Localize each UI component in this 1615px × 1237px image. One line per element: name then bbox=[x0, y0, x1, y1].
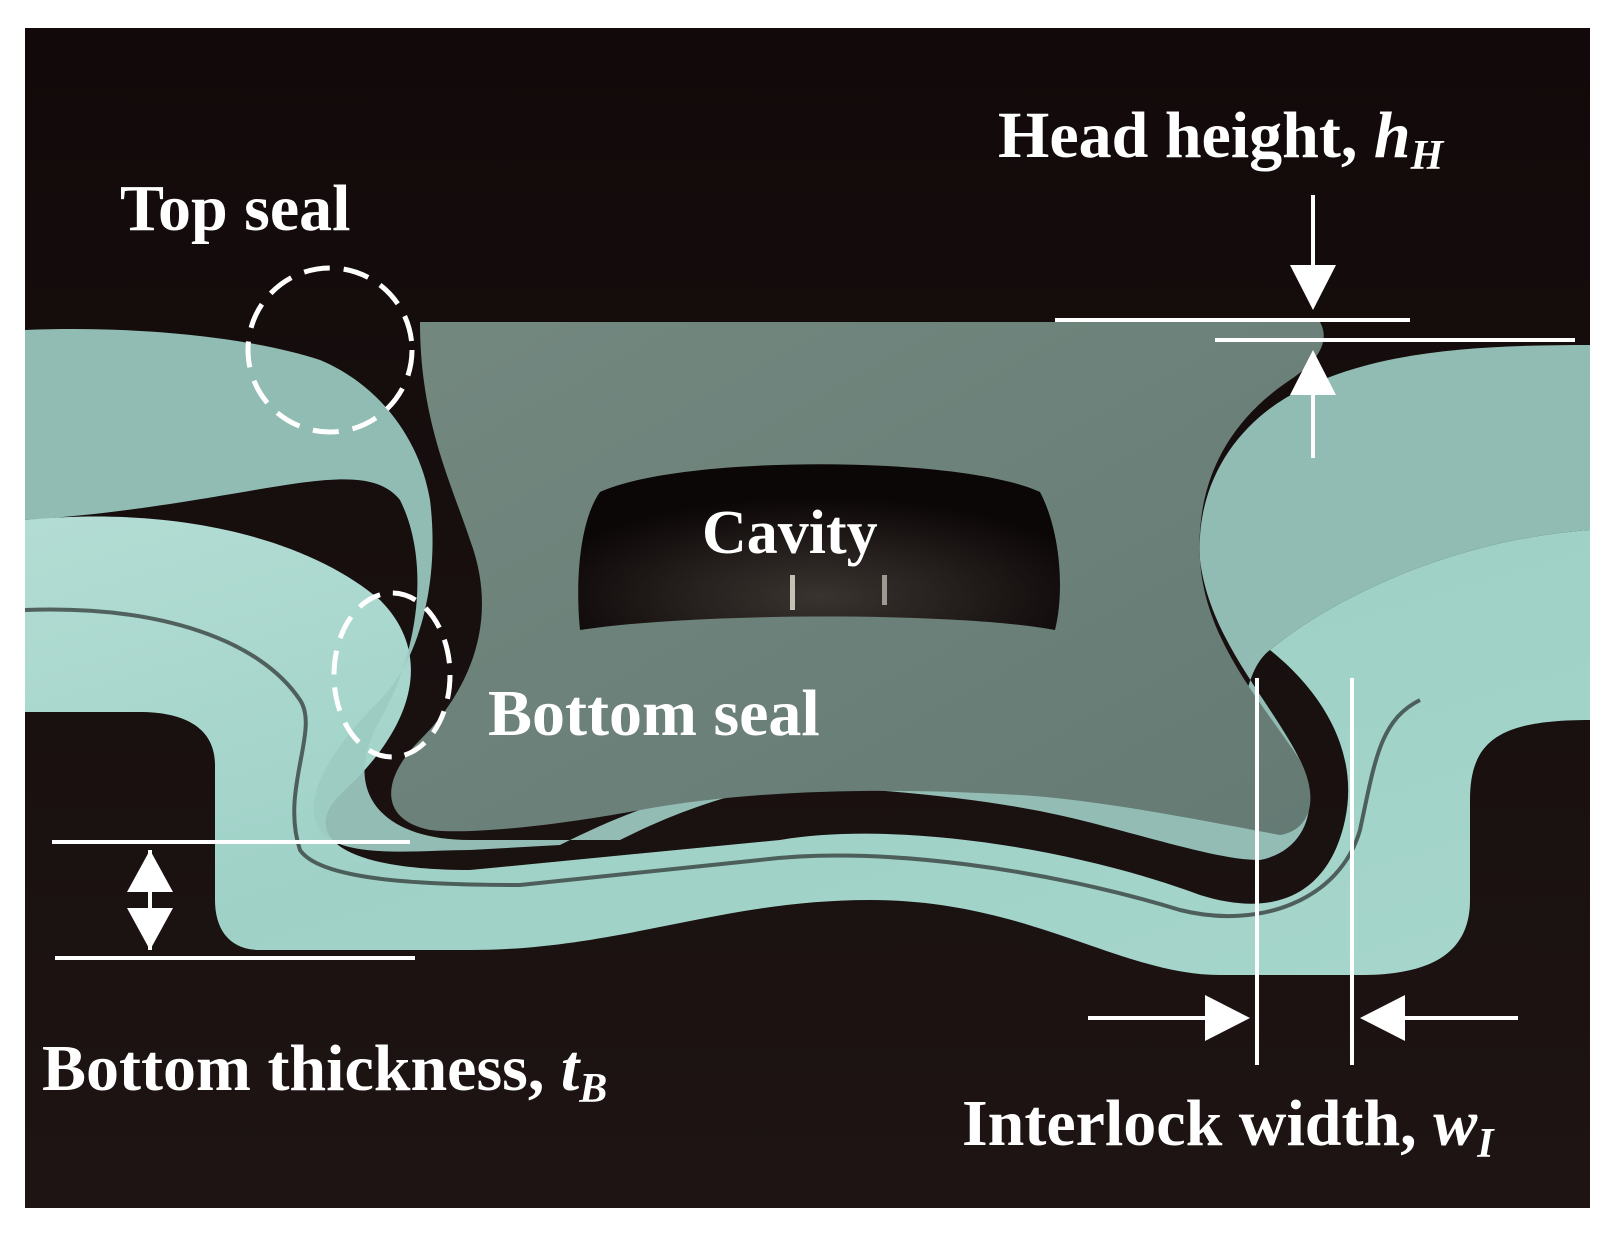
arrow-right-icon bbox=[1205, 995, 1250, 1041]
sheet-interface bbox=[24, 607, 1421, 919]
arrow-down-icon bbox=[1290, 265, 1336, 310]
lower-sheet bbox=[25, 516, 1590, 975]
label-bottom-seal: Bottom seal bbox=[488, 677, 820, 750]
cavity-region bbox=[578, 464, 1060, 630]
label-top-seal: Top seal bbox=[120, 172, 350, 245]
label-bottom-thickness: Bottom thickness, tB bbox=[42, 1032, 607, 1112]
arrow-left-icon bbox=[1360, 995, 1405, 1041]
label-cavity: Cavity bbox=[702, 499, 878, 567]
bottom-seal-marker bbox=[331, 590, 453, 760]
arrow-up-icon bbox=[1290, 350, 1336, 395]
label-head-height: Head height, hH bbox=[998, 99, 1445, 179]
reflection bbox=[882, 575, 887, 605]
upper-sheet bbox=[25, 329, 1590, 861]
reflection bbox=[790, 575, 795, 610]
label-interlock-width: Interlock width, wI bbox=[962, 1087, 1495, 1167]
top-seal-marker bbox=[245, 265, 415, 435]
arrow-up-icon bbox=[127, 850, 173, 892]
arrow-down-icon bbox=[127, 908, 173, 950]
